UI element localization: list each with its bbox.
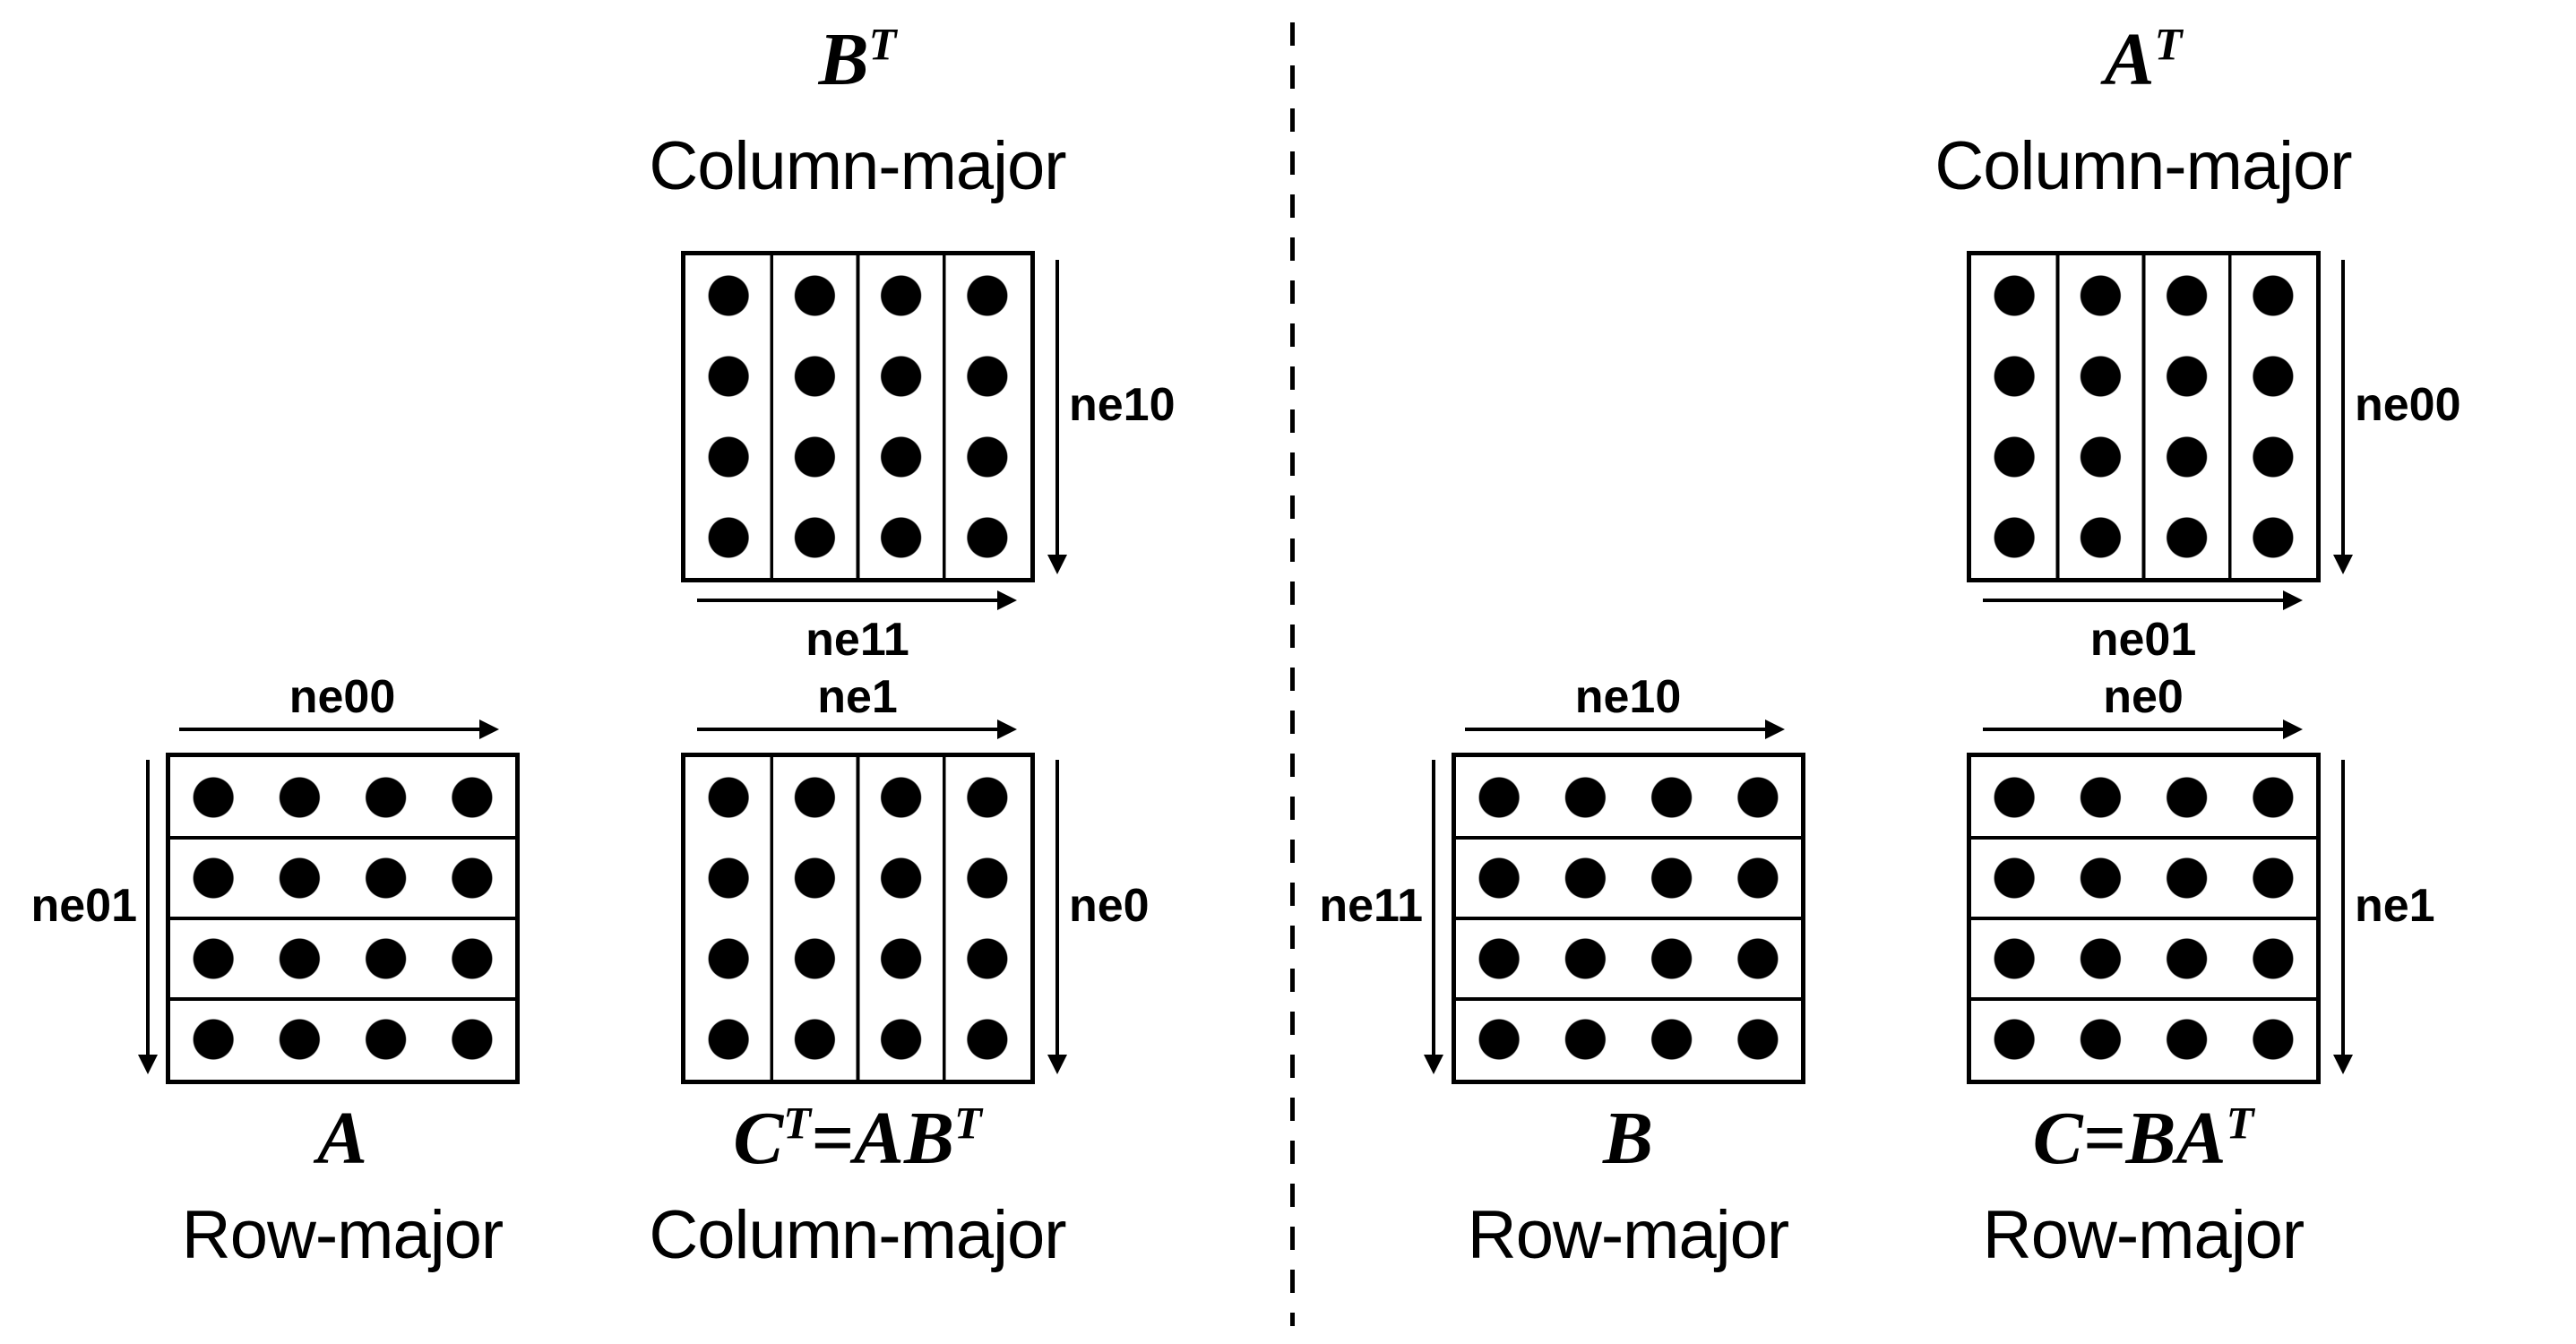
c-ne1-label: ne1: [2355, 880, 2435, 932]
b-ne10-label: ne10: [1574, 671, 1682, 723]
a-ne01-label: ne01: [30, 880, 137, 932]
panel-divider: [1290, 22, 1295, 1326]
arrow-down-icon: [1432, 760, 1435, 1055]
ct-ne0-label: ne0: [1069, 880, 1150, 932]
b-matrix: [1452, 753, 1805, 1084]
a-ne00-label: ne00: [289, 671, 396, 723]
arrow-right-icon: [1983, 599, 2284, 602]
at-matrix-title: AT: [2105, 22, 2183, 98]
bt-ne10-label: ne10: [1069, 379, 1176, 431]
bt-matrix-title: BT: [819, 22, 897, 98]
bt-layout-label: Column-major: [649, 128, 1066, 204]
ct-matrix: [681, 753, 1035, 1084]
name-part: C: [733, 1097, 784, 1180]
name-sup: T: [783, 1098, 812, 1149]
c-matrix: [1967, 753, 2321, 1084]
a-layout-label: Row-major: [181, 1197, 504, 1273]
ct-ne1-label: ne1: [817, 671, 898, 723]
b-ne11-label: ne11: [1319, 880, 1423, 932]
arrow-down-icon: [1055, 760, 1059, 1055]
at-matrix: [1967, 251, 2321, 582]
ct-matrix-name: CT=ABT: [733, 1098, 982, 1176]
name-sup: T: [2226, 1098, 2254, 1149]
arrow-down-icon: [2341, 760, 2345, 1055]
title-sup: T: [2154, 19, 2183, 70]
c-ne0-label: ne0: [2103, 671, 2184, 723]
bt-matrix: [681, 251, 1035, 582]
b-matrix-name: B: [1603, 1101, 1653, 1176]
c-matrix-name: C=BAT: [2033, 1098, 2254, 1176]
name-sup: T: [953, 1098, 982, 1149]
at-ne00-label: ne00: [2355, 379, 2461, 431]
b-layout-label: Row-major: [1467, 1197, 1789, 1273]
ct-layout-label: Column-major: [649, 1197, 1066, 1273]
name-part: B: [1602, 1097, 1654, 1180]
name-part: =AB: [811, 1097, 954, 1180]
a-matrix-name: A: [317, 1101, 367, 1176]
name-part: A: [316, 1097, 368, 1180]
a-matrix: [166, 753, 520, 1084]
at-layout-label: Column-major: [1934, 128, 2352, 204]
arrow-down-icon: [2341, 260, 2345, 556]
name-part: C=BA: [2032, 1097, 2227, 1180]
arrow-right-icon: [697, 728, 998, 731]
arrow-right-icon: [179, 728, 480, 731]
arrow-right-icon: [697, 599, 998, 602]
title-part: A: [2104, 18, 2155, 101]
arrow-right-icon: [1465, 728, 1766, 731]
title-part: B: [818, 18, 869, 101]
at-ne01-label: ne01: [2089, 614, 2197, 666]
arrow-down-icon: [146, 760, 150, 1055]
bt-ne11-label: ne11: [806, 614, 909, 666]
arrow-right-icon: [1983, 728, 2284, 731]
c-layout-label: Row-major: [1982, 1197, 2305, 1273]
arrow-down-icon: [1055, 260, 1059, 556]
title-sup: T: [868, 19, 897, 70]
